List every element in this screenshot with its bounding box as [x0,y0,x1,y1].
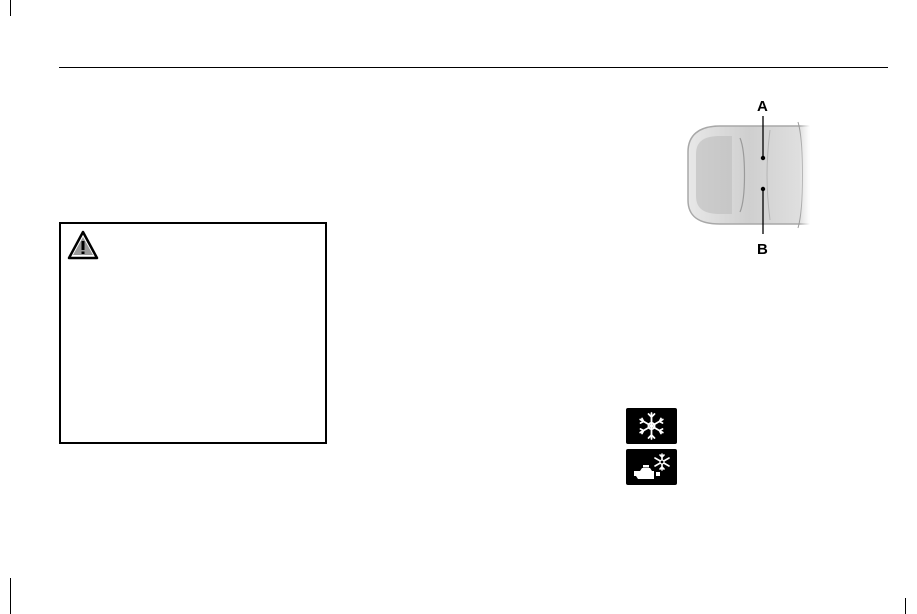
car-top-view-diagram [680,92,811,262]
engine-snowflake-icon [626,449,677,485]
crop-mark-bottom-right [905,598,906,614]
crop-mark-bottom-left [10,578,11,614]
marker-label-b: B [757,241,768,258]
snowflake-icon [626,408,677,444]
header-rule [59,67,888,68]
marker-label-a: A [757,98,768,115]
warning-box [59,222,327,444]
crop-mark-top-left [10,0,11,16]
warning-triangle-icon [67,230,99,260]
